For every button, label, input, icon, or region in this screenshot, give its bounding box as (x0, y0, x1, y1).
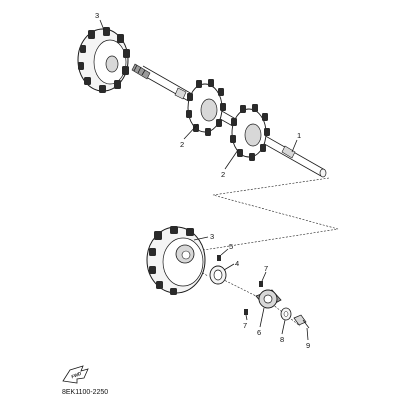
part-7-pin-lower (244, 309, 248, 315)
leader-line-9 (306, 327, 309, 341)
callout-3-lower: 3 (210, 232, 214, 241)
leader-line-8 (281, 319, 286, 335)
leader-line-5 (220, 248, 229, 256)
callout-6: 6 (257, 328, 261, 337)
callout-1: 1 (297, 131, 301, 140)
part-9-bolt (293, 314, 310, 329)
callout-8: 8 (280, 335, 284, 344)
leader-line-4 (223, 263, 235, 271)
shaft-sprocket-first (186, 79, 226, 136)
leader-line-2-first (183, 123, 199, 140)
callout-2-second: 2 (221, 170, 225, 179)
forward-direction-arrow: FWD (62, 365, 89, 384)
part-6-bearing (255, 289, 282, 309)
callout-5: 5 (229, 242, 233, 251)
drive-shaft (131, 63, 327, 178)
leader-line-7-lower (245, 314, 248, 321)
leader-line-1 (291, 139, 298, 153)
callout-3-upper: 3 (95, 11, 99, 20)
callout-7-lower: 7 (243, 321, 247, 330)
callout-4: 4 (235, 259, 239, 268)
leader-line-6 (259, 307, 265, 328)
leader-line-7-upper (261, 271, 267, 282)
leader-line-2-second (224, 149, 239, 170)
callout-7-upper: 7 (264, 264, 268, 273)
diagram-code: 8EK1100-2250 (62, 389, 108, 396)
callout-2-first: 2 (180, 140, 184, 149)
part-8-washer (280, 307, 292, 321)
fwd-label: FWD (71, 371, 83, 380)
part-5-pin (217, 255, 221, 261)
leader-line-3-upper (99, 19, 105, 31)
part-4-collar (209, 265, 227, 285)
shaft-sprocket-second (230, 104, 270, 161)
sprocket-wheel-lower (146, 226, 206, 295)
sprocket-wheel-upper (77, 27, 130, 93)
callout-9: 9 (306, 341, 310, 350)
part-7-pin-upper (259, 281, 263, 287)
leader-line-3-lower (193, 236, 209, 241)
